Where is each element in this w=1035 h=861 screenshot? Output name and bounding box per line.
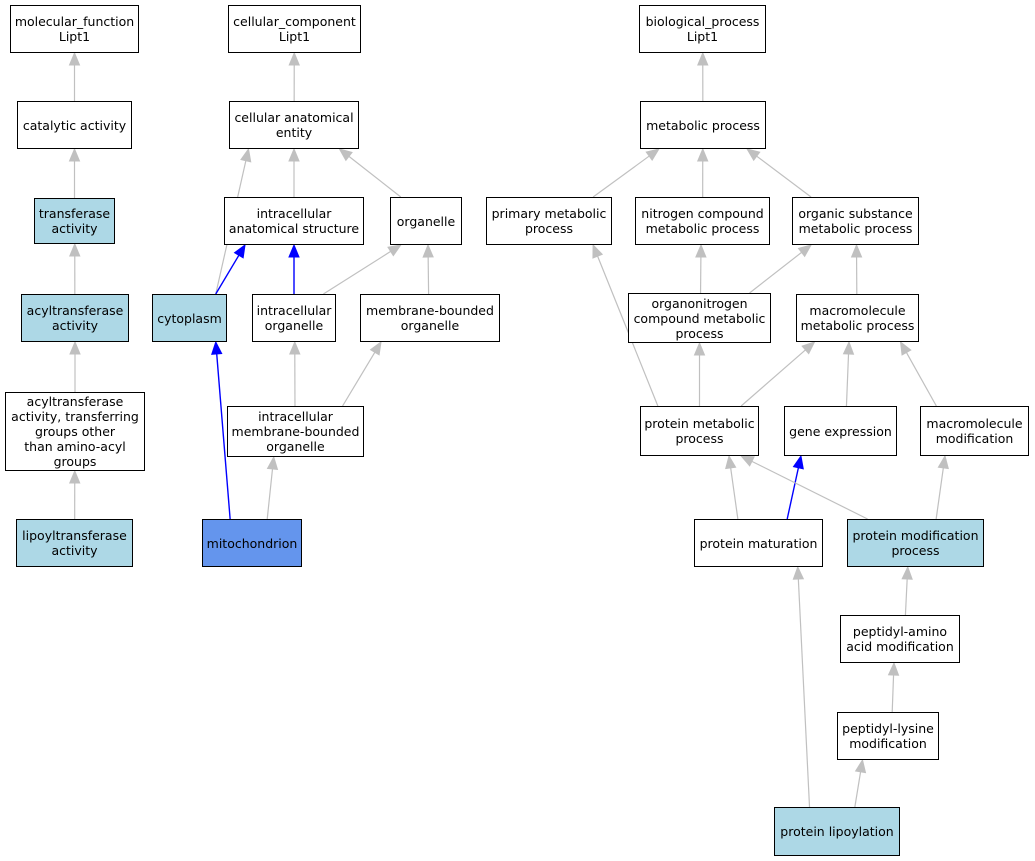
node-intracellular-organelle[interactable]: intracellular organelle (252, 294, 336, 342)
edge-arrowhead-primary_met-to-metabolic (645, 148, 660, 162)
node-peptidyl-amino-acid-modification[interactable]: peptidyl-amino acid modification (840, 615, 960, 663)
edge-macromol_mod-to-macromol_met (905, 352, 937, 407)
node-metabolic-process[interactable]: metabolic process (640, 101, 766, 149)
edge-mito-to-intra_mem_org (266, 468, 274, 520)
edge-arrowhead-acyltransferase-to-transferase (69, 242, 81, 257)
edge-arrowhead-intra_org-to-intra_anat (288, 243, 300, 258)
edge-arrowhead-protein_mod-to-protein_met (739, 455, 755, 467)
node-intracellular-membrane-bounded-organelle[interactable]: intracellular membrane-bounded organelle (227, 406, 364, 457)
edge-peptidyl_amino-to-protein_mod (904, 578, 908, 616)
edge-arrowhead-peptidyl_amino-to-protein_mod (901, 565, 913, 580)
edge-arrowhead-protein_mat-to-gene_expr (792, 454, 804, 470)
edge-intra_org-to-organelle (323, 250, 391, 295)
edge-arrowhead-nitrogen_met-to-metabolic (696, 147, 709, 162)
node-biological-process-root[interactable]: biological_process Lipt1 (639, 5, 766, 53)
edge-mito-to-cytoplasm (216, 353, 231, 520)
edge-arrowhead-peptidyl_lysine-to-peptidyl_amino (887, 661, 900, 676)
edge-lipoylation-to-peptidyl_lysine (854, 771, 862, 808)
node-catalytic-activity[interactable]: catalytic activity (17, 101, 132, 149)
edge-arrowhead-protein_met-to-macromol_met (801, 341, 816, 355)
node-acyltransferase-activity[interactable]: acyltransferase activity (21, 294, 129, 342)
node-organic-substance-metabolic-process[interactable]: organic substance metabolic process (792, 197, 919, 245)
edge-arrowhead-cytoplasm-to-intra_anat (233, 243, 246, 259)
edge-arrowhead-lipoylation-to-peptidyl_lysine (854, 758, 867, 774)
edge-arrowhead-protein_mat-to-protein_met (725, 454, 737, 470)
edge-gene_expr-to-macromol_met (845, 353, 850, 407)
node-intracellular-anatomical-structure[interactable]: intracellular anatomical structure (224, 197, 364, 245)
node-protein-modification-process[interactable]: protein modification process (847, 519, 984, 567)
edge-arrowhead-organelle-to-cell_anat (338, 148, 353, 162)
edge-arrowhead-catalytic-to-mf_root (68, 51, 81, 66)
node-organelle[interactable]: organelle (390, 197, 462, 245)
node-cytoplasm[interactable]: cytoplasm (152, 294, 227, 342)
edge-arrowhead-intra_org-to-organelle (387, 244, 402, 257)
node-protein-metabolic-process[interactable]: protein metabolic process (640, 406, 759, 456)
node-peptidyl-lysine-modification[interactable]: peptidyl-lysine modification (837, 712, 939, 760)
node-macromolecule-modification[interactable]: macromolecule modification (920, 406, 1029, 456)
edge-arrowhead-metabolic-to-bp_root (697, 51, 709, 66)
node-nitrogen-compound-metabolic-process[interactable]: nitrogen compound metabolic process (635, 197, 770, 245)
edge-protein_mod-to-protein_met (751, 460, 868, 520)
edge-intra_mem_org-to-mem_org (342, 351, 376, 407)
edge-protein_met-to-macromol_met (740, 349, 806, 407)
edge-arrowhead-macromol_met-to-organic_met (850, 243, 863, 258)
edge-arrowhead-transferase-to-catalytic (68, 147, 81, 162)
node-organonitrogen-compound-metabolic-process[interactable]: organonitrogen compound metabolic proces… (628, 293, 771, 343)
node-mitochondrion[interactable]: mitochondrion (202, 519, 302, 567)
node-acyltransferase-other[interactable]: acyltransferase activity, transferring g… (5, 392, 145, 471)
edge-protein_mat-to-gene_expr (786, 467, 800, 520)
edge-organonitrogen-to-organic_met (749, 251, 802, 294)
node-protein-lipoylation[interactable]: protein lipoylation (774, 807, 900, 856)
edge-primary_met-to-metabolic (592, 155, 650, 198)
node-transferase-activity[interactable]: transferase activity (34, 198, 115, 244)
edge-arrowhead-lipoyltransferase-to-acyl_other (68, 469, 81, 484)
node-gene-expression[interactable]: gene expression (784, 406, 897, 456)
node-primary-metabolic-process[interactable]: primary metabolic process (486, 197, 612, 245)
edge-arrowhead-mito-to-cytoplasm (211, 340, 223, 355)
node-macromolecule-metabolic-process[interactable]: macromolecule metabolic process (796, 294, 919, 342)
edge-organic_met-to-metabolic (756, 155, 812, 198)
node-membrane-bounded-organelle[interactable]: membrane-bounded organelle (360, 294, 500, 342)
node-protein-maturation[interactable]: protein maturation (694, 519, 823, 567)
edge-arrowhead-lipoylation-to-protein_mat (792, 565, 805, 580)
edge-protein_met-to-primary_met (597, 255, 659, 407)
edge-peptidyl_lysine-to-peptidyl_amino (891, 674, 895, 713)
edge-arrowhead-protein_met-to-primary_met (592, 243, 604, 259)
edge-arrowhead-intra_mem_org-to-intra_org (289, 340, 301, 355)
edge-protein_mat-to-protein_met (730, 467, 739, 520)
edge-arrowhead-protein_mod-to-macromol_mod (937, 454, 949, 470)
edge-arrowhead-protein_met-to-organonitrogen (693, 341, 706, 356)
edge-arrowhead-intra_anat-to-cell_anat (288, 147, 300, 162)
node-cellular-anatomical-entity[interactable]: cellular anatomical entity (229, 101, 359, 149)
edge-arrowhead-mem_org-to-organelle (422, 243, 434, 258)
edge-arrowhead-organonitrogen-to-nitrogen_met (695, 243, 707, 258)
edge-arrowhead-intra_mem_org-to-mem_org (369, 340, 382, 356)
edge-lipoylation-to-protein_mat (797, 578, 811, 808)
edge-arrowhead-cell_anat-to-cc_root (288, 51, 300, 66)
edge-arrowhead-gene_expr-to-macromol_met (842, 340, 855, 355)
edge-arrowhead-organic_met-to-metabolic (746, 148, 761, 162)
edge-cytoplasm-to-intra_anat (215, 254, 240, 295)
node-cellular-component-root[interactable]: cellular_component Lipt1 (228, 5, 361, 53)
edge-protein_mod-to-macromol_mod (935, 467, 944, 520)
edge-arrowhead-organonitrogen-to-organic_met (797, 244, 813, 258)
node-lipoyltransferase-activity[interactable]: lipoyltransferase activity (16, 519, 133, 567)
edge-arrowhead-macromol_mod-to-macromol_met (899, 340, 912, 356)
node-molecular-function-root[interactable]: molecular_function Lipt1 (10, 5, 139, 53)
edge-arrowhead-acyl_other-to-acyltransferase (69, 340, 81, 355)
edge-arrowhead-cytoplasm-to-cell_anat (240, 147, 252, 163)
edge-organelle-to-cell_anat (348, 155, 402, 198)
edge-arrowhead-mito-to-intra_mem_org (266, 455, 279, 471)
